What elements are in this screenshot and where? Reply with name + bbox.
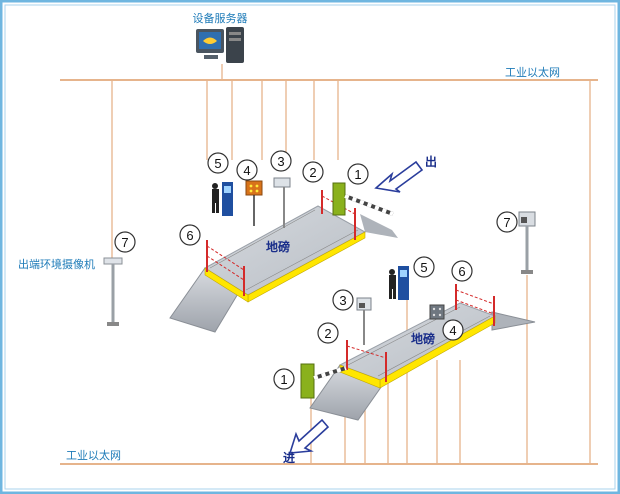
entry-label: 进: [283, 450, 295, 465]
callout-upper-6: 6: [186, 228, 193, 243]
callout-lower-3: 3: [339, 293, 346, 308]
inner-frame: [4, 4, 616, 490]
lower-led-display: [429, 304, 445, 320]
upper-barrier-gate: [332, 182, 394, 216]
callout-lower-6: 6: [458, 264, 465, 279]
upper-card-kiosk: [212, 182, 233, 216]
bottom-network-label: 工业以太网: [66, 449, 121, 462]
top-network-label: 工业以太网: [505, 66, 560, 79]
callout-lower-4: 4: [449, 323, 456, 338]
lower-card-kiosk: [389, 266, 409, 300]
entry-arrow: [288, 418, 330, 454]
callout-upper-4: 4: [243, 163, 250, 178]
callout-upper-5: 5: [214, 156, 221, 171]
callout-lower-5: 5: [420, 260, 427, 275]
env-camera-label: 出端环境摄像机: [18, 257, 95, 271]
env-camera-right: [518, 211, 536, 274]
callout-circles: [114, 150, 518, 390]
server-icon: [196, 27, 244, 63]
lower-barrier-gate: [300, 363, 347, 399]
callout-lower-7: 7: [503, 215, 510, 230]
env-camera-left: [103, 257, 123, 326]
callout-upper-1: 1: [354, 167, 361, 182]
callout-upper-3: 3: [277, 154, 284, 169]
lower-scale-label: 地磅: [411, 331, 435, 346]
callout-lower-1: 1: [280, 372, 287, 387]
upper-infrared-fence: [206, 190, 356, 296]
callout-lower-2: 2: [324, 326, 331, 341]
server-label: 设备服务器: [193, 11, 248, 25]
upper-scale-label: 地磅: [266, 239, 290, 254]
upper-camera: [273, 177, 291, 228]
callout-upper-7: 7: [121, 235, 128, 250]
callout-upper-2: 2: [309, 165, 316, 180]
lower-weighbridge: [309, 302, 536, 421]
exit-arrow: [374, 160, 424, 193]
upper-led-display: [245, 180, 263, 226]
exit-label: 出: [425, 154, 437, 169]
lower-infrared-fence: [346, 284, 495, 382]
lower-camera: [356, 297, 372, 345]
